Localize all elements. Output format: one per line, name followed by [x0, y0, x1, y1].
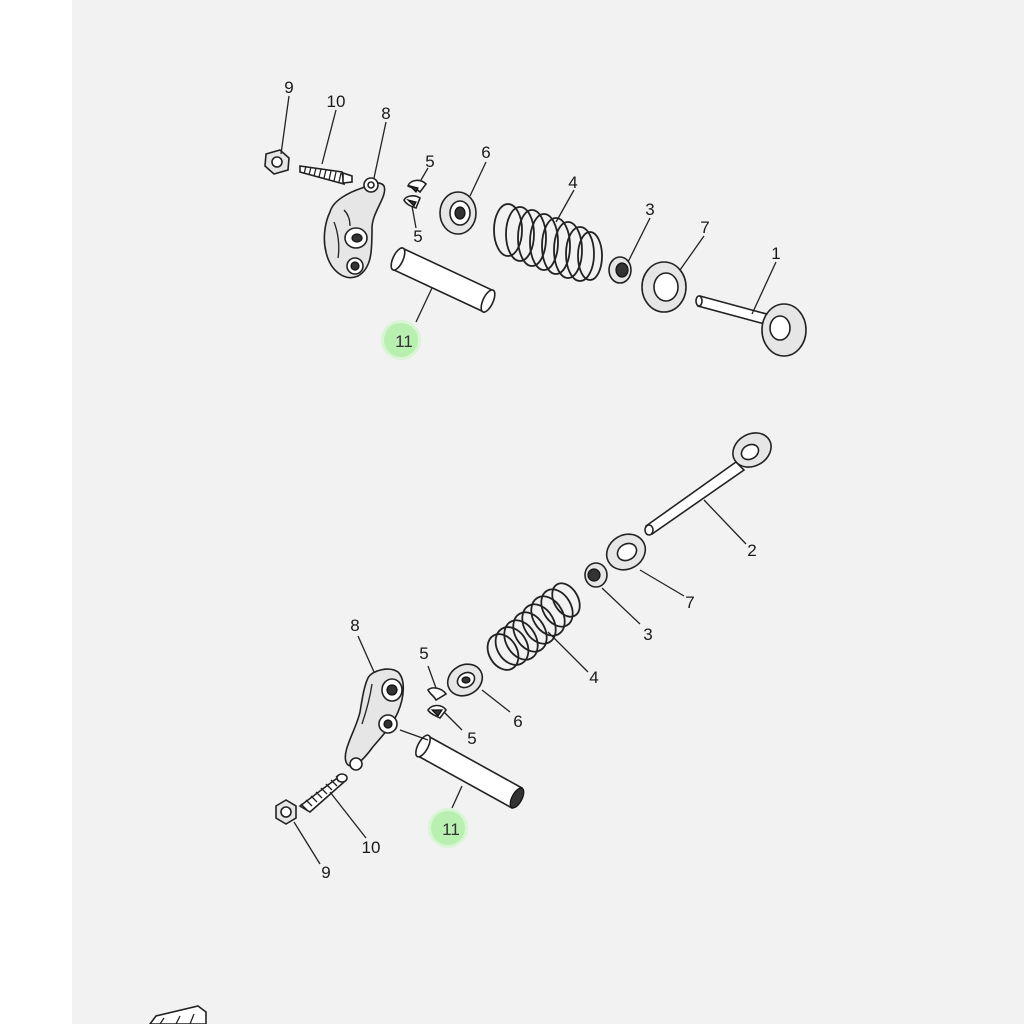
top-part-11-shaft[interactable] — [388, 246, 497, 314]
top-part-10-screw[interactable] — [299, 165, 353, 186]
top-callout-6: 6 — [481, 143, 490, 162]
bottom-callout-3: 3 — [643, 625, 652, 644]
top-part-1-valve[interactable] — [695, 295, 807, 357]
top-callout-7: 7 — [700, 218, 709, 237]
bottom-callout-5a: 5 — [419, 644, 428, 663]
bottom-part-5-cotter-lower[interactable] — [427, 704, 447, 720]
bottom-part-8-rocker-arm[interactable] — [344, 668, 405, 771]
top-callout-11-highlight[interactable]: 11 — [381, 320, 421, 360]
bottom-callout-10: 10 — [362, 838, 381, 857]
top-callout-4: 4 — [568, 173, 577, 192]
top-assembly: 9 10 8 5 5 6 4 3 7 1 11 — [264, 78, 807, 360]
top-part-6-spring-seat[interactable] — [439, 191, 477, 235]
bottom-callout-5b: 5 — [467, 729, 476, 748]
bottom-assembly: 2 7 3 4 8 5 5 6 10 9 11 — [275, 426, 777, 882]
bottom-part-5-cotter-upper[interactable] — [427, 687, 448, 702]
top-part-5-cotter-lower[interactable] — [403, 195, 421, 209]
top-part-7-washer[interactable] — [641, 261, 687, 313]
top-callout-1: 1 — [771, 244, 780, 263]
bottom-part-11-shaft[interactable] — [413, 733, 527, 810]
bottom-callout-7: 7 — [685, 593, 694, 612]
top-callout-5a: 5 — [425, 152, 434, 171]
top-callout-8: 8 — [381, 104, 390, 123]
bottom-part-6-spring-seat[interactable] — [442, 658, 488, 702]
bottom-callout-6: 6 — [513, 712, 522, 731]
top-callout-11: 11 — [395, 332, 413, 351]
top-part-9-nut[interactable] — [264, 149, 290, 175]
top-part-5-cotter-upper[interactable] — [407, 179, 428, 194]
bottom-part-2-valve[interactable] — [644, 426, 777, 536]
top-part-3-oil-seal[interactable] — [608, 256, 632, 284]
top-callout-3: 3 — [645, 200, 654, 219]
bottom-callout-11-highlight[interactable]: 11 — [428, 808, 468, 848]
partial-bracket-fragment — [149, 1005, 207, 1024]
bottom-callout-11: 11 — [442, 820, 460, 839]
bottom-part-9-nut[interactable] — [275, 799, 297, 825]
bottom-part-7-washer[interactable] — [600, 527, 652, 576]
bottom-callout-9: 9 — [321, 863, 330, 882]
top-callout-10: 10 — [327, 92, 346, 111]
bottom-callout-4: 4 — [589, 668, 598, 687]
bottom-part-10-screw[interactable] — [298, 773, 348, 813]
top-part-4-valve-spring[interactable] — [493, 203, 603, 282]
bottom-callout-2: 2 — [747, 541, 756, 560]
top-callout-5b: 5 — [413, 227, 422, 246]
top-part-8-rocker-arm[interactable] — [323, 177, 386, 279]
diagram-sheet — [72, 0, 1024, 1024]
bottom-part-3-oil-seal[interactable] — [584, 562, 608, 588]
bottom-part-4-valve-spring[interactable] — [481, 578, 585, 675]
top-callout-9: 9 — [284, 78, 293, 97]
bottom-callout-8: 8 — [350, 616, 359, 635]
